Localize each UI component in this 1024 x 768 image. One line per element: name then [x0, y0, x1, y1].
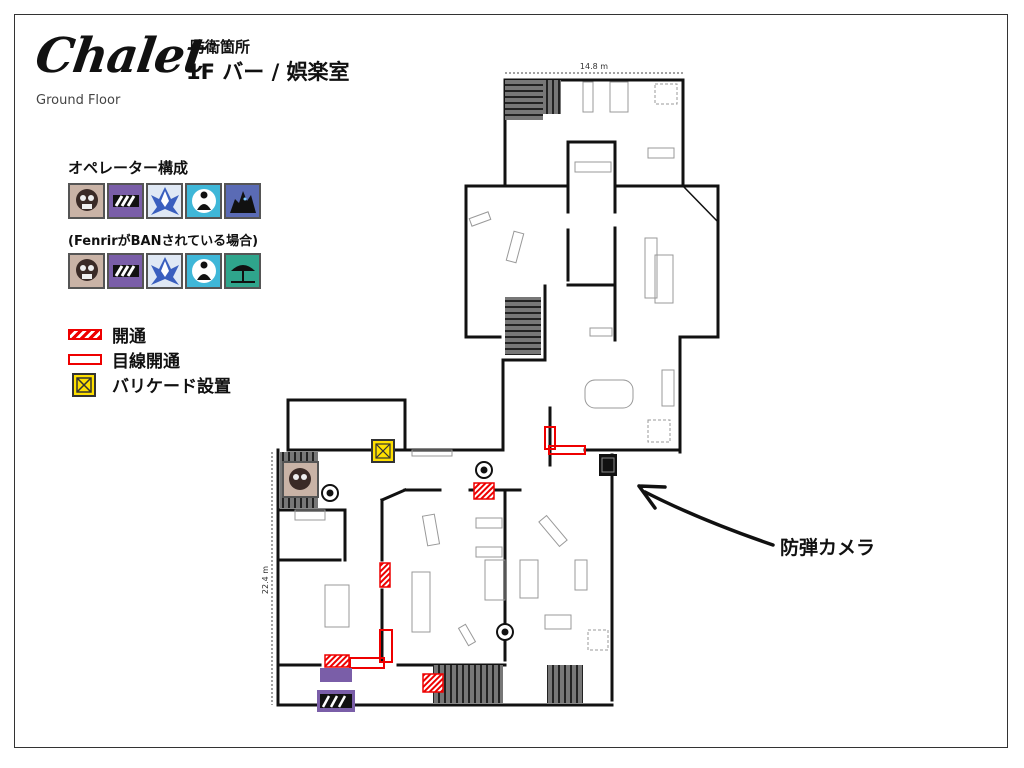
- wamai-mag-net-icon: [321, 484, 339, 502]
- doc-icon: [185, 183, 222, 219]
- stairs-top: [505, 80, 543, 120]
- mute-icon: [107, 253, 144, 289]
- legend-sightline: 目線開通: [68, 347, 180, 372]
- sightline-marker: [379, 629, 393, 663]
- sightline-marker: [548, 445, 586, 455]
- legend-barricade: バリケード設置: [68, 372, 231, 397]
- fenrir-icon: [224, 183, 261, 219]
- stairs-top-2: [543, 80, 561, 114]
- camera-label: 防弾カメラ: [780, 537, 876, 559]
- operators-row-alt: [68, 253, 261, 289]
- wamai-icon: [146, 253, 183, 289]
- open-marker: [379, 562, 391, 588]
- dimension-left: 22.4 m: [261, 452, 273, 705]
- operators-title: オペレーター構成: [68, 159, 189, 177]
- smoke-icon: [68, 253, 105, 289]
- legend-sightline-label: 目線開通: [112, 352, 180, 372]
- doc-icon: [185, 253, 222, 289]
- operators-note: (FenrirがBANされている場合): [68, 234, 259, 249]
- bulletproof-camera-icon: [599, 454, 617, 476]
- stairs-bottom-2: [547, 665, 583, 703]
- open-marker: [473, 482, 495, 500]
- stairs-bottom: [433, 665, 503, 703]
- legend-open-swatch: [68, 329, 102, 340]
- legend-open: 開通: [68, 322, 146, 347]
- legend-open-label: 開通: [112, 327, 146, 347]
- dimension-top: 14.8 m: [505, 62, 683, 74]
- smoke-position-icon: [282, 461, 319, 498]
- sightline-marker: [349, 657, 385, 669]
- wall-openings: [324, 426, 586, 693]
- barricade-icon: [371, 439, 395, 463]
- wamai-icon: [146, 183, 183, 219]
- wamai-mag-net-icon: [475, 461, 493, 479]
- walls: [276, 78, 720, 707]
- mute-position-icon: [317, 668, 355, 712]
- site-subtitle: 防衛箇所: [190, 38, 251, 56]
- outer-frame: [14, 14, 1008, 748]
- wamai-mag-net-icon: [496, 623, 514, 641]
- camera-arrow: [637, 484, 775, 547]
- open-marker: [422, 673, 444, 693]
- legend-sightline-swatch: [68, 354, 102, 365]
- furniture: [294, 81, 678, 651]
- floor-label: Ground Floor: [36, 93, 121, 108]
- open-marker: [324, 654, 350, 668]
- aruni-icon: [224, 253, 261, 289]
- operators-row-main: [68, 183, 261, 219]
- stairs-center: [505, 297, 541, 355]
- legend-barricade-label: バリケード設置: [112, 377, 231, 397]
- site-title: 1F バー / 娯楽室: [186, 60, 350, 84]
- dimension-left-label: 22.4 m: [261, 566, 270, 594]
- barricade-icon: [72, 372, 96, 397]
- mute-icon: [107, 183, 144, 219]
- smoke-icon: [68, 183, 105, 219]
- dimension-top-label: 14.8 m: [580, 62, 608, 71]
